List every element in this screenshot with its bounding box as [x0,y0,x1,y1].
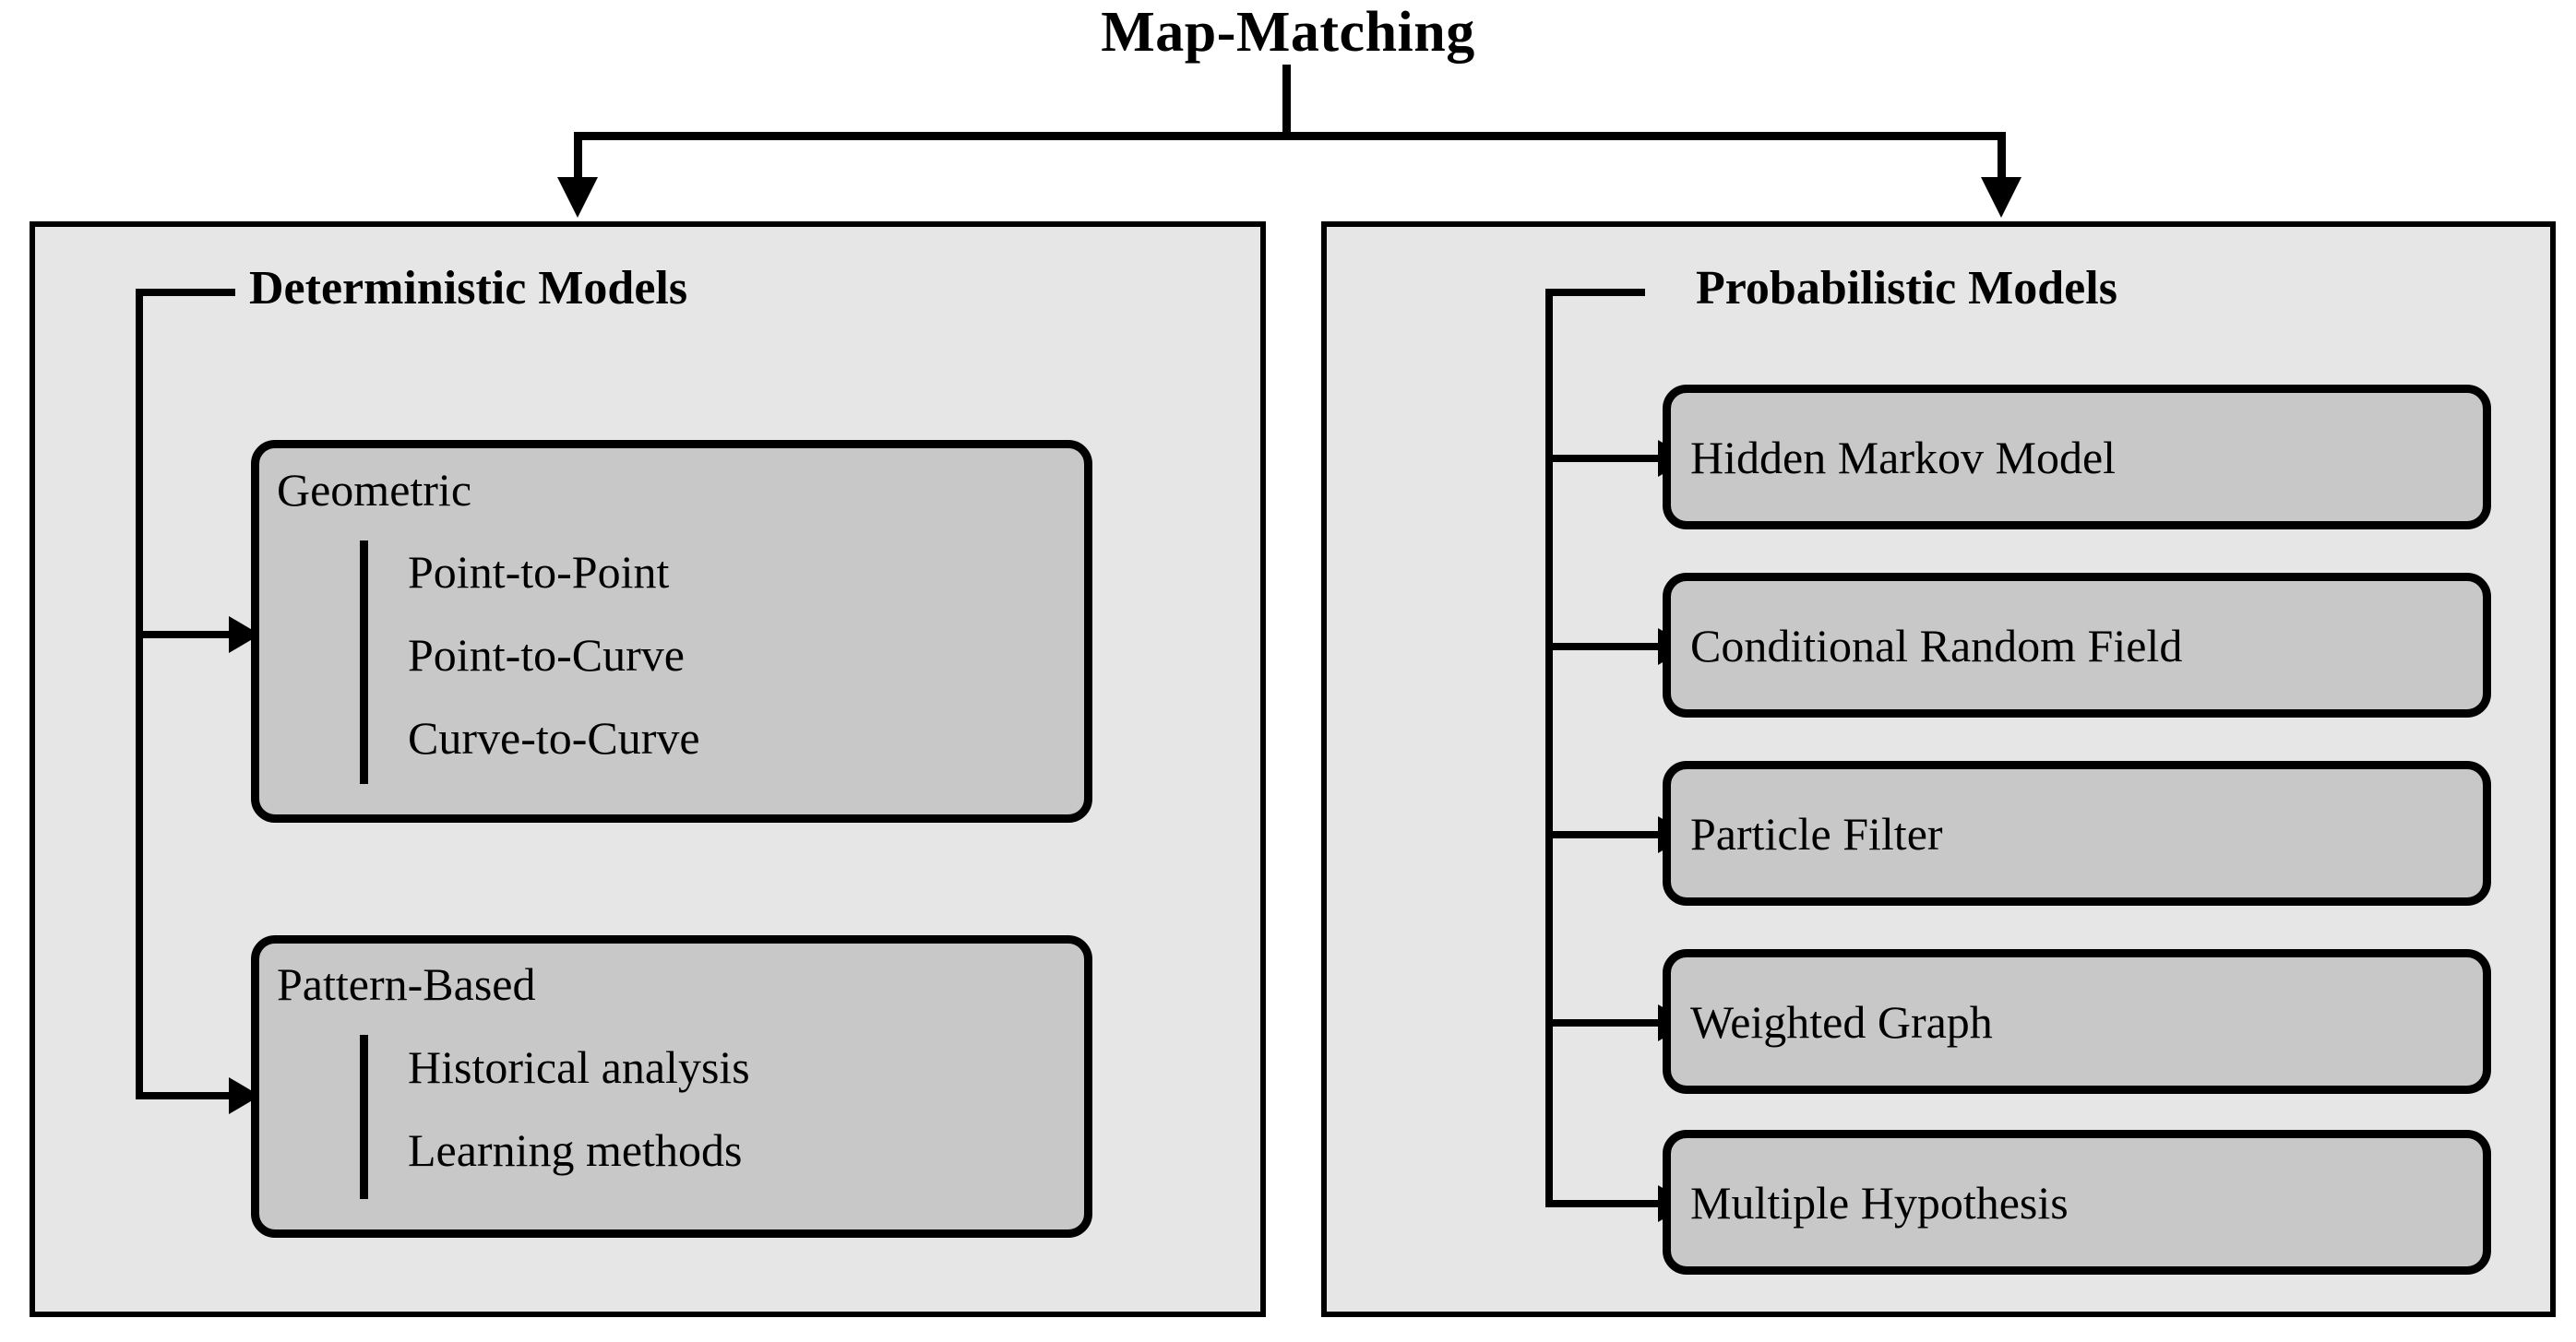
probabilistic-branch-4 [1545,1200,1662,1207]
pattern-based-item-0: Historical analysis [408,1041,750,1093]
probabilistic-branch-0 [1545,455,1662,462]
geometric-sub-bar [360,540,368,784]
deterministic-header-stub [136,289,235,296]
box-geometric-heading: Geometric [277,464,472,516]
box-particle-filter-label: Particle Filter [1690,808,1943,860]
box-geometric[interactable] [251,440,1092,823]
geometric-item-2: Curve-to-Curve [408,712,700,764]
box-hidden-markov-model-label: Hidden Markov Model [1690,432,2117,483]
box-weighted-graph[interactable] [1663,949,2491,1094]
deterministic-branch-pattern-based [136,1092,233,1099]
box-hidden-markov-model[interactable] [1663,385,2491,529]
pattern-based-sub-bar [360,1035,368,1199]
pattern-based-item-1: Learning methods [408,1124,743,1176]
box-multiple-hypothesis[interactable] [1663,1130,2491,1275]
probabilistic-header-stub [1545,289,1645,296]
probabilistic-branch-3 [1545,1019,1662,1027]
box-conditional-random-field[interactable] [1663,573,2491,718]
arrow-to-probabilistic-panel-icon [1981,177,2021,218]
panel-deterministic-title: Deterministic Models [249,262,688,315]
root-title: Map-Matching [1101,1,1475,64]
geometric-item-1: Point-to-Curve [408,629,685,681]
box-pattern-based[interactable] [251,935,1092,1238]
probabilistic-branch-2 [1545,831,1662,838]
box-particle-filter[interactable] [1663,761,2491,906]
probabilistic-branch-1 [1545,643,1662,650]
root-stem-vertical [1282,65,1291,138]
geometric-item-0: Point-to-Point [408,546,670,598]
root-bus-horizontal [574,132,2006,140]
root-drop-right [1998,132,2006,181]
deterministic-branch-geometric [136,631,233,638]
probabilistic-trunk [1545,289,1553,1207]
box-weighted-graph-label: Weighted Graph [1690,996,1993,1048]
panel-probabilistic-title: Probabilistic Models [1696,262,2117,315]
box-pattern-based-heading: Pattern-Based [277,958,536,1010]
root-drop-left [574,132,582,181]
box-conditional-random-field-label: Conditional Random Field [1690,620,2183,671]
deterministic-trunk [136,289,143,1099]
arrow-to-deterministic-panel-icon [557,177,598,218]
box-multiple-hypothesis-label: Multiple Hypothesis [1690,1177,2069,1229]
